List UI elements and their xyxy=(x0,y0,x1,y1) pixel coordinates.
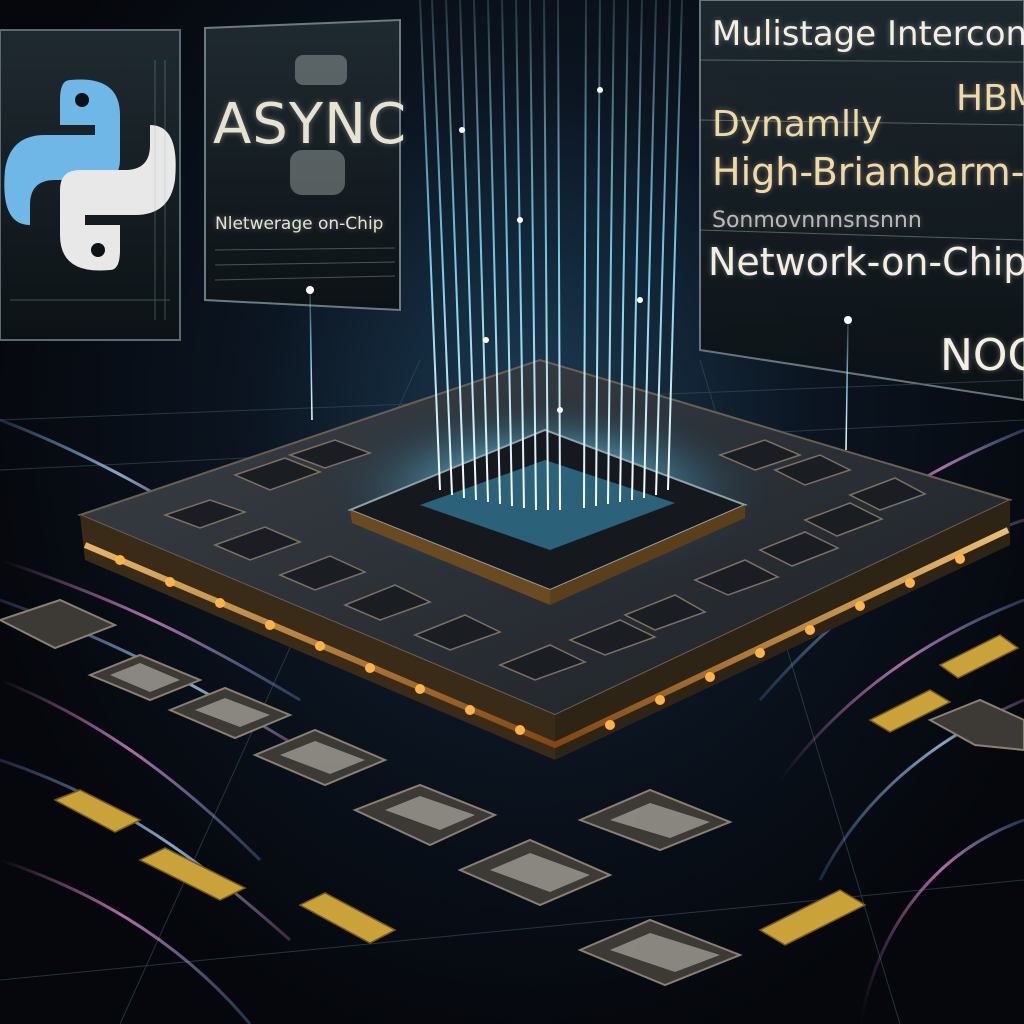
light-beams xyxy=(309,0,849,511)
right-panel xyxy=(699,0,1024,402)
right-panel-line-7: NOC xyxy=(940,330,1024,381)
async-panel xyxy=(204,18,401,312)
left-panel xyxy=(0,29,181,341)
beam-sparkles xyxy=(306,87,852,413)
async-subtitle: Nletwerage on-Chip xyxy=(215,214,384,234)
async-title: ASYNC xyxy=(213,92,408,157)
satellite-chips xyxy=(162,439,927,681)
right-panel-line-6: Network-on-Chip-Mo xyxy=(708,240,1024,284)
right-panel-line-4: High-Brianbarm-M xyxy=(712,150,1024,194)
python-logo-icon xyxy=(4,79,176,271)
foreground-modules xyxy=(0,598,1024,987)
right-panel-line-5: Sonmovnnnsnsnnn xyxy=(712,208,922,233)
core-processor xyxy=(318,395,778,605)
right-panel-line-3: Dynamlly xyxy=(712,104,883,145)
right-panel-line-2: HBM xyxy=(956,78,1024,119)
gold-connectors xyxy=(53,634,1020,946)
right-panel-line-1: Mulistage Interconn xyxy=(712,14,1024,54)
